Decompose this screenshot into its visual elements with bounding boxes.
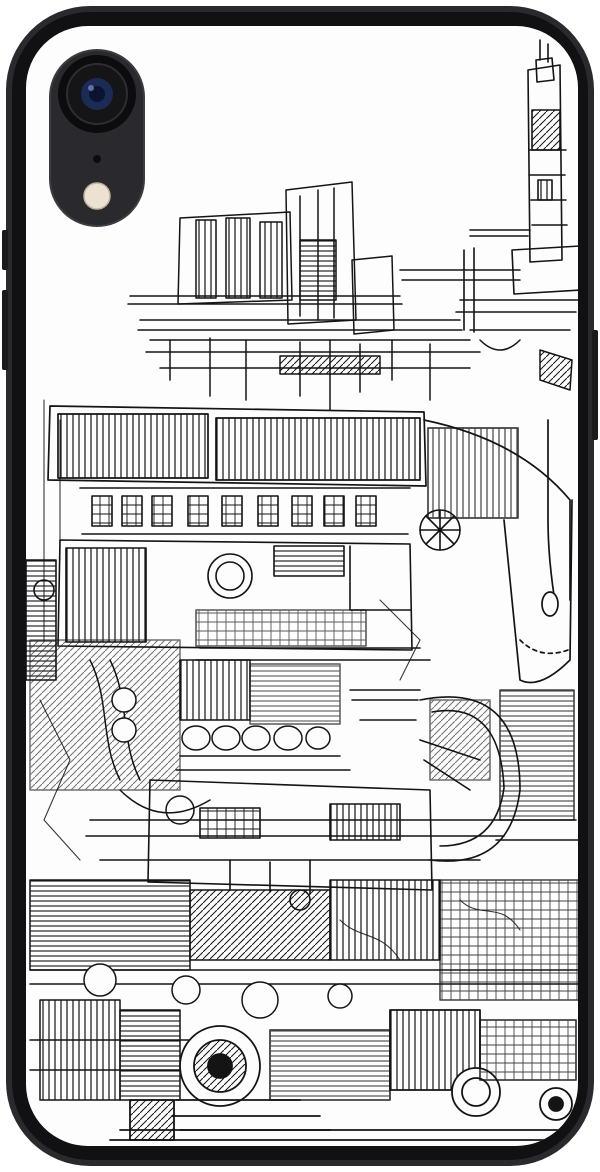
rooftop-structures <box>127 181 578 411</box>
camera-lens-icon <box>58 55 136 133</box>
flash-icon <box>83 182 111 210</box>
sketch-artwork <box>26 39 578 1141</box>
corrugated-building <box>47 405 573 684</box>
lower-machinery <box>29 879 578 1101</box>
cylinder-row <box>181 725 331 751</box>
scribble-accents <box>39 399 521 961</box>
window-row <box>79 487 461 551</box>
camera-module <box>49 49 145 227</box>
central-platform <box>85 779 505 911</box>
pipe-cluster <box>29 639 421 825</box>
large-wheel <box>419 689 578 862</box>
bottom-gear <box>109 1009 578 1141</box>
microphone-dot-icon <box>93 155 101 163</box>
